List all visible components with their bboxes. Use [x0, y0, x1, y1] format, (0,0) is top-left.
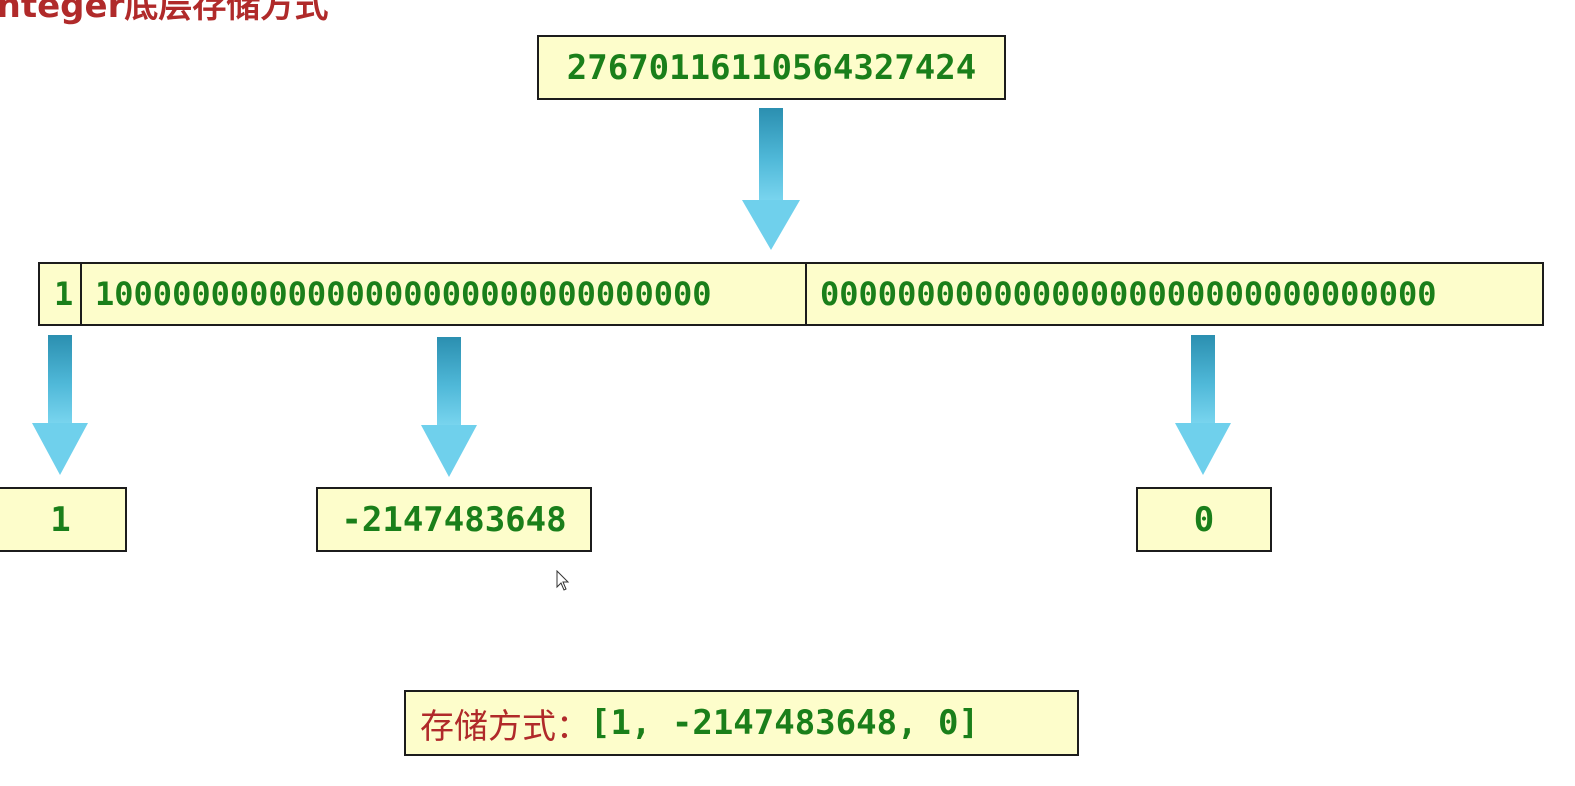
low-value-box: 0: [1136, 487, 1272, 552]
bit-row: 1 10000000000000000000000000000000 00000…: [38, 262, 1544, 326]
sign-value-text: 1: [50, 499, 71, 540]
sign-bit: 1: [54, 275, 74, 313]
high-bits: 10000000000000000000000000000000: [95, 275, 712, 313]
mouse-pointer-icon: [556, 570, 570, 591]
sign-divider: [80, 264, 82, 324]
storage-summary-value: [1, -2147483648, 0]: [590, 703, 979, 743]
diagram-title: Integer底层存储方式: [0, 0, 329, 26]
source-number-text: 27670116110564327424: [566, 47, 977, 88]
down-arrow-icon: [742, 108, 800, 250]
low-value-text: 0: [1193, 499, 1215, 540]
low-bits: 00000000000000000000000000000000: [820, 275, 1437, 313]
high-value-text: -2147483648: [341, 499, 567, 540]
down-arrow-icon: [421, 337, 477, 477]
storage-summary-label: 存储方式：: [420, 706, 590, 747]
down-arrow-icon: [32, 335, 88, 475]
storage-summary-box: 存储方式： [1, -2147483648, 0]: [404, 690, 1079, 756]
high-value-box: -2147483648: [316, 487, 592, 552]
down-arrow-icon: [1175, 335, 1231, 475]
sign-value-box: 1: [0, 487, 127, 552]
high-low-divider: [805, 264, 807, 324]
source-number-box: 27670116110564327424: [537, 35, 1006, 100]
